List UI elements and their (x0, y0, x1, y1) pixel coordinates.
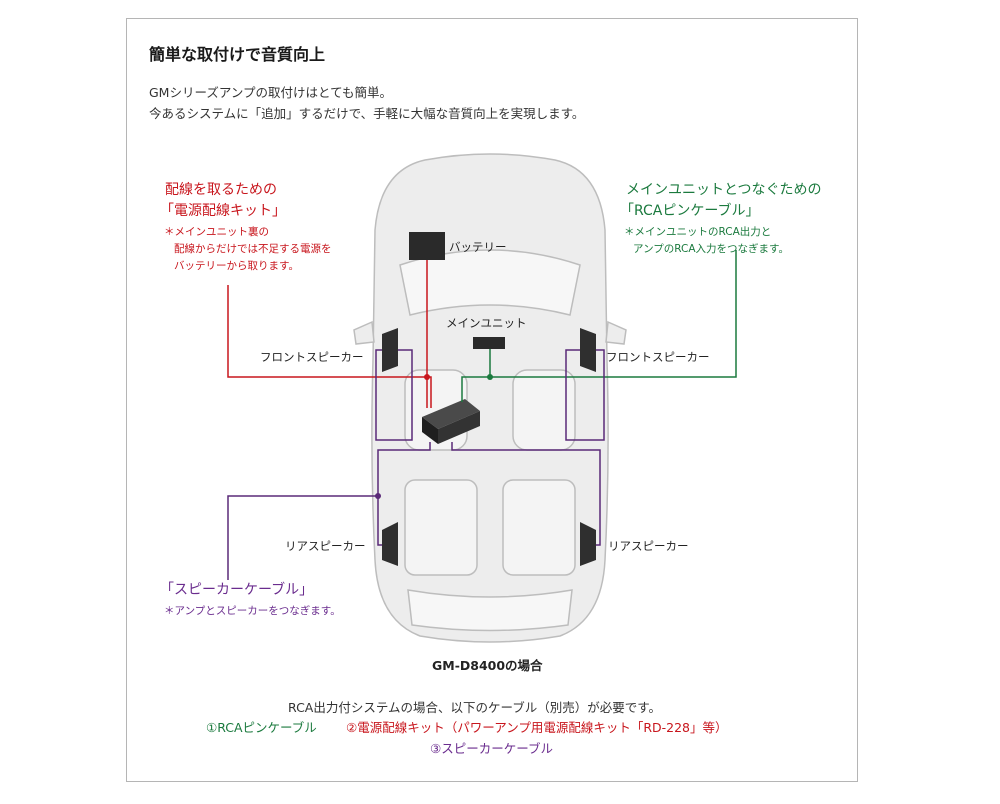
rear-speaker-right-label: リアスピーカー (608, 539, 689, 553)
windshield (399, 249, 581, 316)
power-kit-note-2: 配線からだけでは不足する電源を (174, 243, 332, 255)
power-wiring (227, 260, 432, 408)
rca-wiring (461, 250, 737, 402)
speakers (382, 328, 596, 566)
power-kit-note-1: ＊メインユニット裏の (164, 226, 269, 238)
intro-line-2: 今あるシステムに「追加」するだけで、手軽に大幅な音質向上を実現します。 (149, 106, 585, 121)
rca-note-1: ＊メインユニットのRCA出力と (624, 226, 772, 238)
diagram-caption: GM-D8400の場合 (432, 658, 543, 673)
speaker-cable-heading: 「スピーカーケーブル」 (160, 582, 314, 598)
rear-seat-right (502, 479, 576, 576)
intro-line-1: GMシリーズアンプの取付けはとても簡単。 (149, 85, 392, 100)
rear-seat-left (404, 479, 478, 576)
front-speaker-left-label: フロントスピーカー (260, 350, 364, 364)
section-title: 簡単な取付けで音質向上 (149, 45, 326, 64)
requirements-intro: RCA出力付システムの場合、以下のケーブル（別売）が必要です。 (288, 700, 661, 715)
battery-label: バッテリー (449, 240, 507, 254)
power-kit-heading-2: 「電源配線キット」 (160, 203, 286, 219)
rca-heading-2: 「RCAピンケーブル」 (620, 203, 760, 219)
amplifier-gm-d8400 (422, 399, 480, 444)
rear-speaker-left-label: リアスピーカー (285, 539, 366, 553)
main-unit-label: メインユニット (446, 316, 527, 330)
requirement-rca-cable: ①RCAピンケーブル (206, 720, 317, 735)
front-speaker-right-block (580, 328, 596, 372)
rear-speaker-left-block (382, 522, 398, 566)
speaker-wiring (227, 349, 605, 580)
rear-speaker-right-block (580, 522, 596, 566)
rca-heading-1: メインユニットとつなぐための (626, 182, 822, 198)
front-speaker-left-block (382, 328, 398, 372)
main-unit-block (473, 337, 505, 349)
car-illustration (353, 153, 627, 643)
rear-window (407, 589, 573, 632)
front-speaker-right-label: フロントスピーカー (606, 350, 710, 364)
rca-note-2: アンプのRCA入力をつなぎます。 (633, 243, 790, 255)
requirement-power-kit: ②電源配線キット（パワーアンプ用電源配線キット「RD-228」等） (346, 720, 728, 735)
right-mirror (605, 320, 627, 345)
left-mirror (353, 320, 375, 345)
requirement-speaker-cable: ③スピーカーケーブル (430, 741, 553, 756)
power-kit-heading-1: 配線を取るための (165, 182, 277, 198)
power-kit-note-3: バッテリーから取ります。 (174, 260, 299, 272)
battery-block (409, 232, 445, 260)
speaker-cable-note: ＊アンプとスピーカーをつなぎます。 (164, 605, 341, 617)
